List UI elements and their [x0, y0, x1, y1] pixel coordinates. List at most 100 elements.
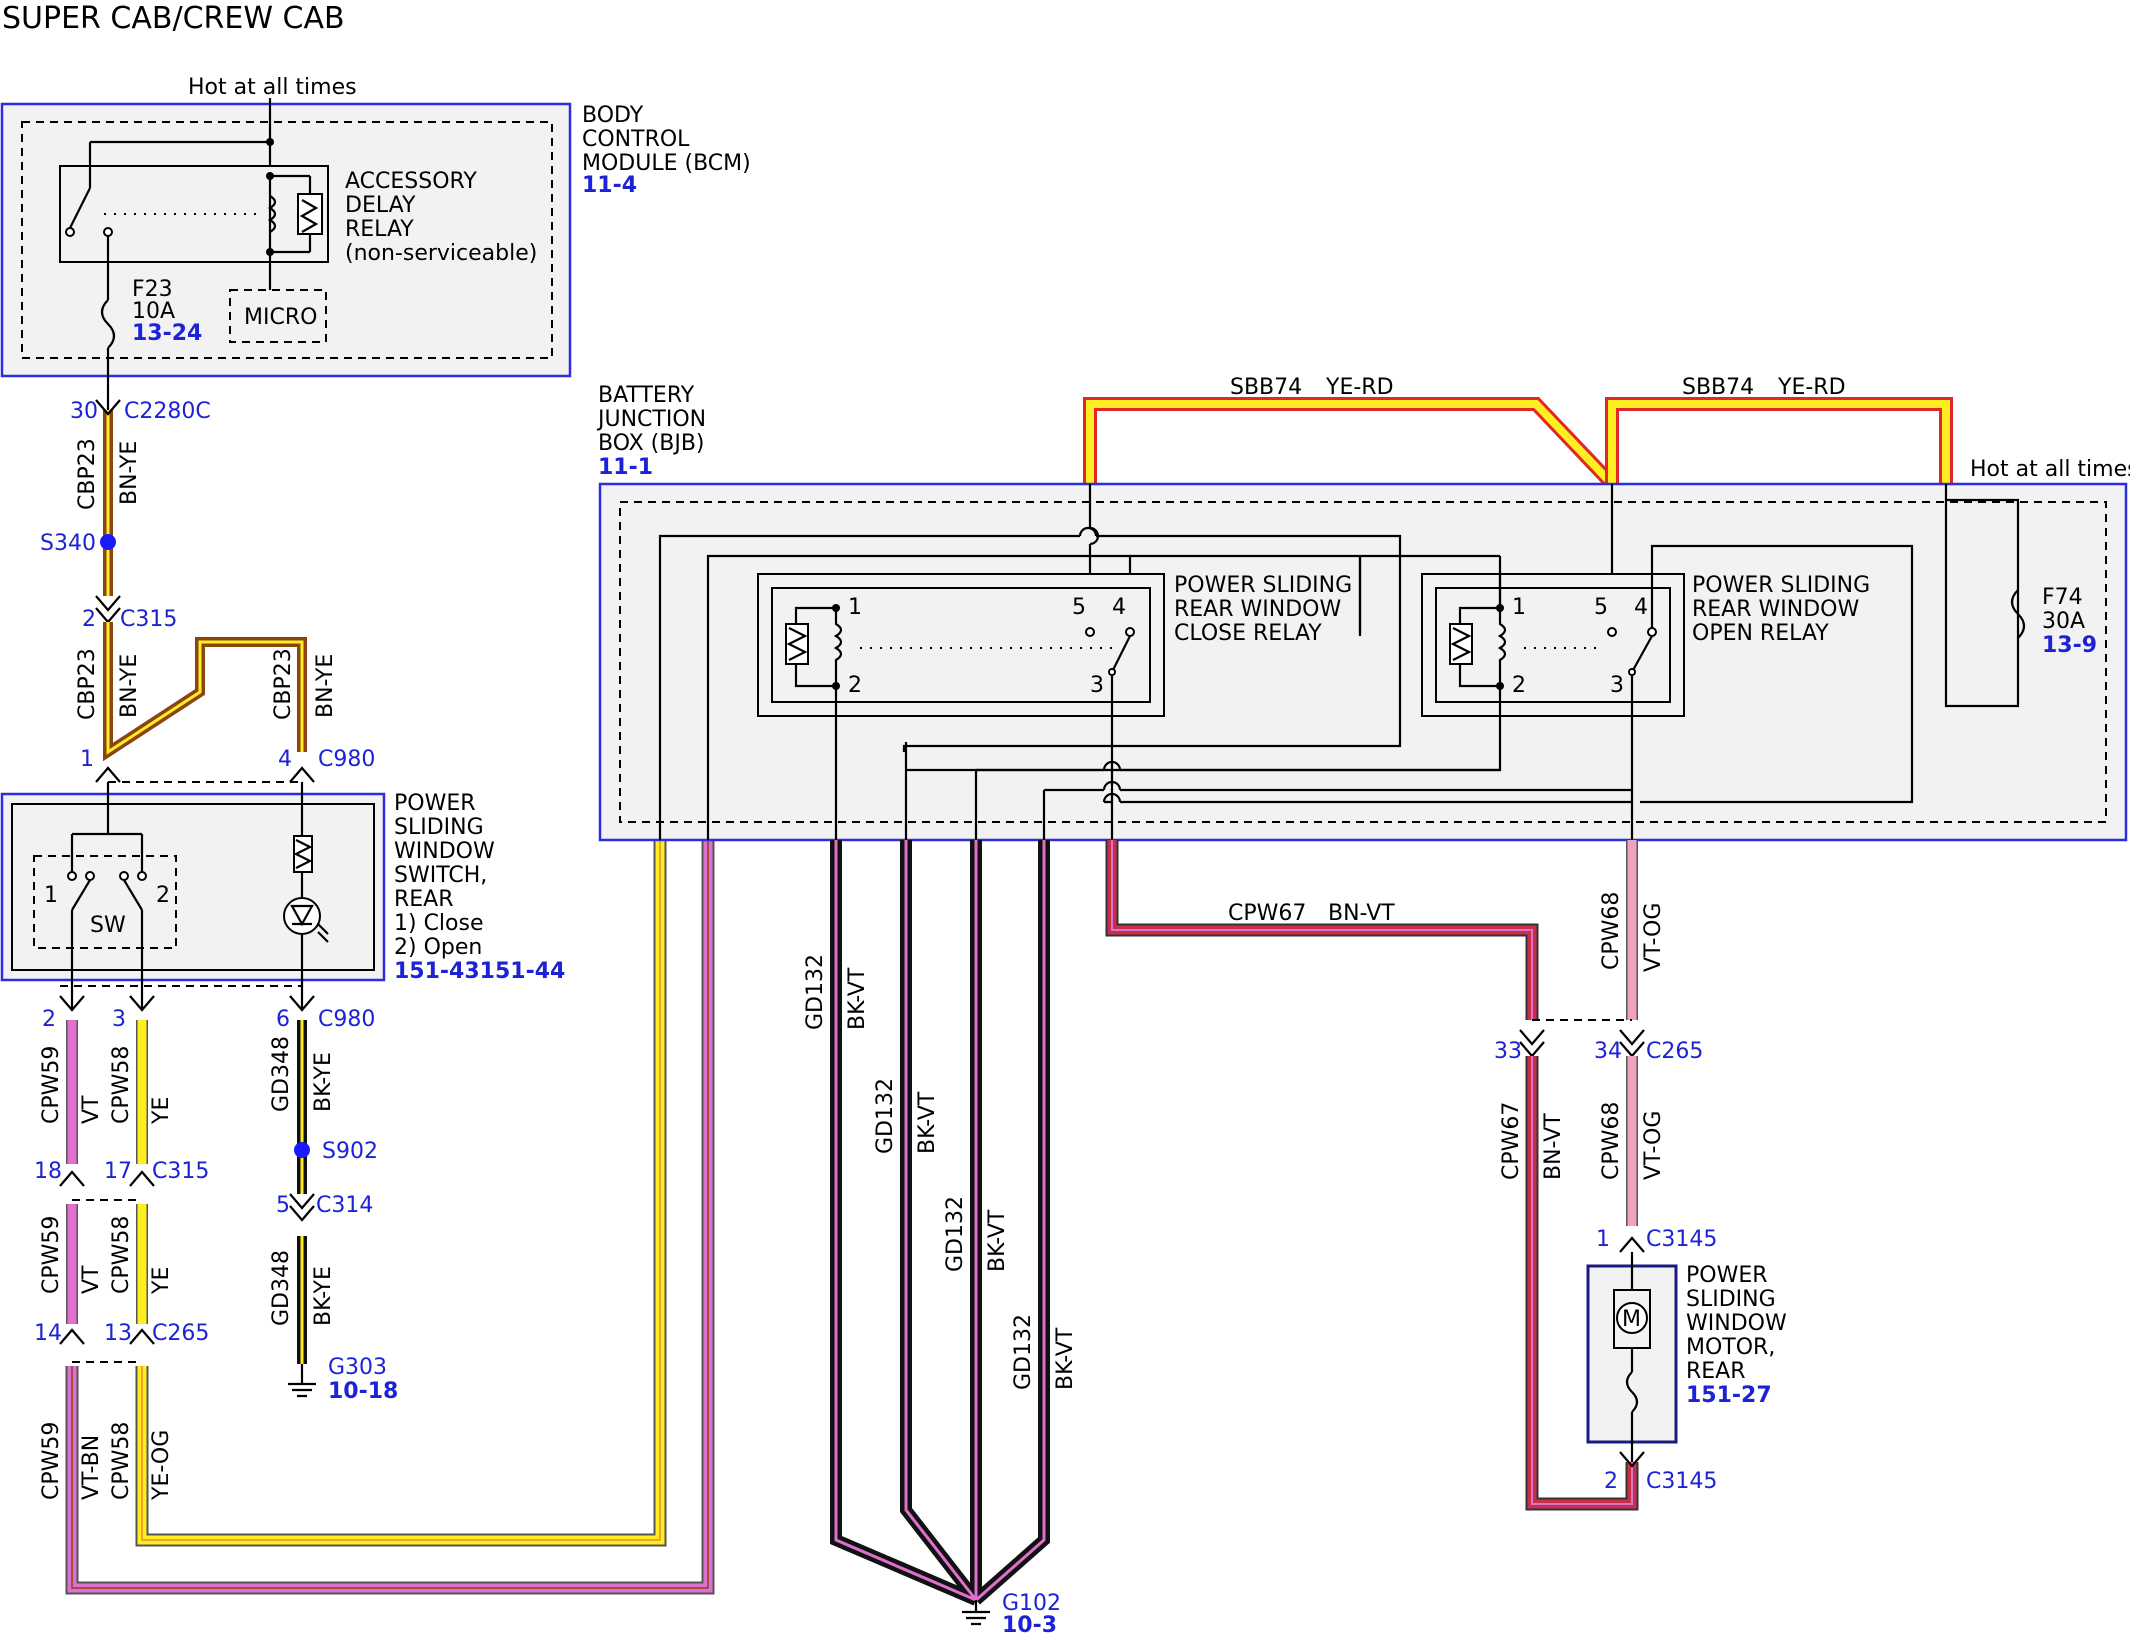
c2280c-label: C2280C — [124, 399, 211, 424]
close-relay-name-2: REAR WINDOW — [1174, 597, 1341, 622]
ye-rd-left-label: YE-RD — [1325, 375, 1394, 400]
c314-connector-icon — [289, 1193, 315, 1222]
c980-pin4: 4 — [278, 747, 292, 772]
bk-vt-label-4: BK-VT — [1053, 1327, 1078, 1390]
bk-vt-label-2: BK-VT — [915, 1091, 940, 1154]
c3145-bottom-connector-icon — [1619, 1451, 1645, 1468]
open-relay-pin5: 5 — [1594, 595, 1608, 620]
bcm-name-2: CONTROL — [582, 127, 690, 152]
gd132-label-4: GD132 — [1011, 1314, 1036, 1390]
wire-cpw67 — [1105, 840, 1539, 1020]
switch-name-1: POWER — [394, 791, 476, 816]
motor-icon — [1616, 1302, 1648, 1334]
c315-connector-icon — [95, 595, 121, 624]
fuse-f74-icon — [2010, 589, 2026, 639]
sw-pos1: 1 — [44, 883, 58, 908]
close-relay-name-1: POWER SLIDING — [1174, 573, 1352, 598]
bcm-name-3: MODULE (BCM) — [582, 151, 751, 176]
cpw58-lower-label: CPW58 — [109, 1422, 134, 1500]
sw-pos2: 2 — [156, 883, 170, 908]
c980-pin1: 1 — [80, 747, 94, 772]
page-title: SUPER CAB/CREW CAB — [2, 1, 345, 36]
c265-right-connector-icon — [1519, 1029, 1645, 1058]
fuse-f23-ref: 13-24 — [132, 321, 202, 346]
cpw68-upper-label: CPW68 — [1599, 892, 1624, 970]
c314-pin: 5 — [276, 1193, 290, 1218]
sbb74-right-label: SBB74 — [1682, 375, 1754, 400]
vt-og-lower-label: VT-OG — [1641, 1111, 1666, 1180]
c2280c-pin: 30 — [70, 399, 98, 424]
fuse-f23-rating: 10A — [132, 299, 175, 324]
open-relay-pin4: 4 — [1634, 595, 1648, 620]
bjb-name-3: BOX (BJB) — [598, 431, 705, 456]
open-relay-pin2: 2 — [1512, 673, 1526, 698]
wire-cpw58-lower — [135, 840, 667, 1547]
c3145-top-label: C3145 — [1646, 1227, 1717, 1252]
relay-label-1: ACCESSORY — [345, 169, 477, 194]
c980-top-connector-icon — [95, 766, 315, 783]
switch-name-7: 2) Open — [394, 935, 482, 960]
sw-label: SW — [90, 913, 126, 938]
micro-box — [229, 289, 327, 343]
relay-label-3: RELAY — [345, 217, 414, 242]
cpw67-top-label: CPW67 — [1228, 901, 1306, 926]
micro-label: MICRO — [244, 305, 317, 330]
wire-cbp23-mid — [103, 622, 307, 762]
fuse-f74-label: F74 — [2042, 585, 2083, 610]
motor-ref: 151-27 — [1686, 1383, 1772, 1408]
bn-ye-mid-label-left: BN-YE — [117, 654, 142, 718]
bjb-name-1: BATTERY — [598, 383, 695, 408]
switch-ref: 151-43151-44 — [394, 959, 565, 984]
wire-cpw67-lower — [1525, 1056, 1639, 1511]
fuse-f23-label: F23 — [132, 277, 173, 302]
c265-right-label: C265 — [1646, 1039, 1703, 1064]
cbp23-mid-label-right: CBP23 — [271, 648, 296, 720]
s340-splice — [100, 534, 116, 550]
cpw58-mid-label: CPW58 — [109, 1216, 134, 1294]
bjb-dashed-boundary — [619, 501, 2107, 823]
c980-top-label: C980 — [318, 747, 375, 772]
motor-name-4: MOTOR, — [1686, 1335, 1775, 1360]
c3145-pin2: 2 — [1604, 1469, 1618, 1494]
bk-ye-lower-label: BK-YE — [311, 1266, 336, 1326]
c3145-pin1: 1 — [1596, 1227, 1610, 1252]
motor-name-2: SLIDING — [1686, 1287, 1776, 1312]
bcm-hot-label: Hot at all times — [188, 75, 357, 100]
bn-vt-top-label: BN-VT — [1328, 901, 1395, 926]
open-relay-name-2: REAR WINDOW — [1692, 597, 1859, 622]
wire-cpw59-lower — [65, 840, 715, 1595]
switch-led-icon — [283, 897, 321, 935]
motor-name-1: POWER — [1686, 1263, 1768, 1288]
bk-ye-upper-label: BK-YE — [311, 1052, 336, 1112]
cpw68-lower-label: CPW68 — [1599, 1102, 1624, 1180]
bn-ye-top-label: BN-YE — [117, 441, 142, 505]
c980-bottom-connector-icon — [59, 995, 315, 1012]
sbb74-wire-left — [1083, 397, 1618, 489]
s340-label: S340 — [40, 531, 96, 556]
switch-name-6: 1) Close — [394, 911, 484, 936]
cpw59-mid-label: CPW59 — [39, 1216, 64, 1294]
switch-inner-box — [11, 803, 375, 971]
bk-vt-label-1: BK-VT — [845, 967, 870, 1030]
c315-bottom-label: C315 — [152, 1159, 209, 1184]
g303-ref: 10-18 — [328, 1379, 398, 1404]
close-relay-pin5: 5 — [1072, 595, 1086, 620]
fuse-f74-ref: 13-9 — [2042, 633, 2097, 658]
c265-pin33: 33 — [1494, 1039, 1522, 1064]
sbb74-wire-right — [1605, 397, 1953, 484]
bk-vt-label-3: BK-VT — [985, 1209, 1010, 1272]
cpw59-upper-label: CPW59 — [39, 1046, 64, 1124]
motor-name-3: WINDOW — [1686, 1311, 1787, 1336]
relay-label-2: DELAY — [345, 193, 416, 218]
cbp23-mid-label-left: CBP23 — [75, 648, 100, 720]
c314-label: C314 — [316, 1193, 373, 1218]
gd348-lower-label: GD348 — [269, 1250, 294, 1326]
bn-ye-mid-label-right: BN-YE — [313, 654, 338, 718]
bjb-name-2: JUNCTION — [596, 407, 706, 432]
gd132-label-2: GD132 — [873, 1078, 898, 1154]
bn-vt-lower-label: BN-VT — [1541, 1113, 1566, 1180]
g102-ref: 10-3 — [1002, 1613, 1057, 1636]
gd132-label-3: GD132 — [943, 1196, 968, 1272]
cbp23-top-label: CBP23 — [75, 438, 100, 510]
